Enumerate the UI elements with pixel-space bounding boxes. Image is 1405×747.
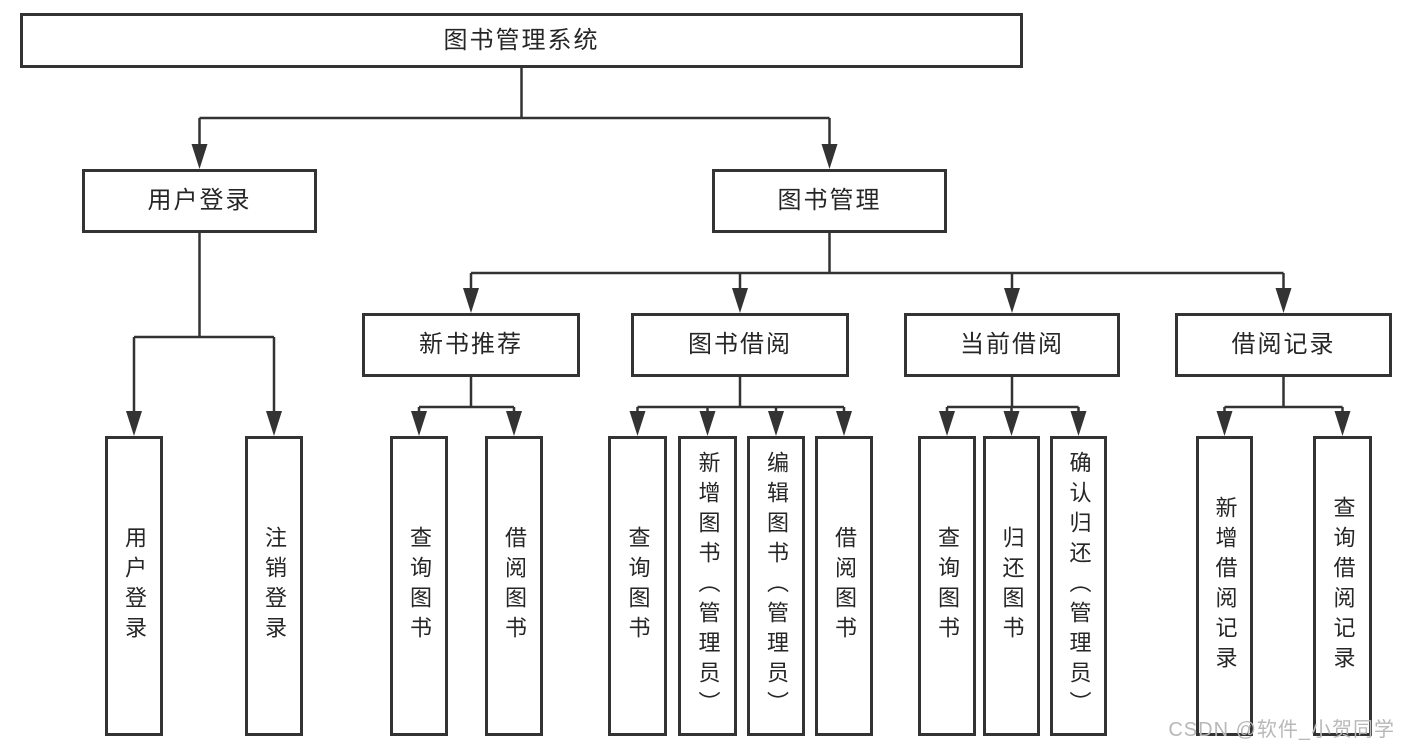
node-borrow-records: 借阅记录 xyxy=(1175,313,1392,377)
node-label: 当前借阅 xyxy=(960,331,1064,358)
node-label: 查询图书 xyxy=(625,526,651,646)
leaf-add-book-admin: 新增图书（管理员） xyxy=(678,436,737,736)
leaf-borrow-books: 借阅图书 xyxy=(815,436,873,736)
node-label: 图书管理 xyxy=(777,187,882,214)
leaf-query-books-recommend: 查询图书 xyxy=(390,436,448,736)
leaf-query-books-borrow: 查询图书 xyxy=(608,436,667,736)
node-label: 用户登录 xyxy=(122,526,147,646)
connector-line xyxy=(636,377,846,414)
connector-borrow-records-to-leaves xyxy=(1216,377,1351,436)
arrowhead-icon xyxy=(768,411,784,436)
node-label: 借阅图书 xyxy=(832,526,857,646)
connector-line xyxy=(945,377,1080,414)
arrowhead-icon xyxy=(411,411,427,436)
connector-line xyxy=(1223,377,1344,414)
arrowhead-icon xyxy=(732,288,748,313)
connector-line xyxy=(132,233,276,414)
node-new-book-recommend: 新书推荐 xyxy=(362,313,580,377)
connector-line xyxy=(198,68,831,148)
arrowhead-icon xyxy=(1216,411,1233,436)
arrowhead-icon xyxy=(1004,288,1020,313)
node-label: 借阅图书 xyxy=(502,526,527,646)
node-label: 图书管理系统 xyxy=(443,26,600,54)
node-label: 归还图书 xyxy=(999,526,1025,646)
arrowhead-icon xyxy=(126,411,142,436)
leaf-edit-book-admin: 编辑图书（管理员） xyxy=(747,436,805,736)
leaf-logout: 注销登录 xyxy=(245,436,303,736)
arrowhead-icon xyxy=(266,411,282,436)
leaf-borrow-books-recommend: 借阅图书 xyxy=(485,436,543,736)
leaf-user-login: 用户登录 xyxy=(105,436,163,736)
node-label: 查询图书 xyxy=(407,526,432,646)
node-label: 图书借阅 xyxy=(688,331,792,358)
node-label: 新书推荐 xyxy=(419,331,523,358)
csdn-watermark: CSDN @软件_小贺同学 xyxy=(1168,719,1395,741)
node-current-borrow: 当前借阅 xyxy=(904,313,1120,377)
leaf-add-borrow-record: 新增借阅记录 xyxy=(1196,436,1253,736)
connector-current-borrow-to-leaves xyxy=(939,377,1087,436)
node-label: 查询图书 xyxy=(935,526,960,646)
arrowhead-icon xyxy=(939,411,955,436)
leaf-query-books-current: 查询图书 xyxy=(918,436,976,736)
arrowhead-icon xyxy=(1070,411,1087,436)
connector-book-management-to-level3 xyxy=(463,233,1292,313)
node-label: 新增图书（管理员） xyxy=(695,451,721,721)
arrowhead-icon xyxy=(836,411,852,436)
leaf-return-book: 归还图书 xyxy=(983,436,1040,736)
node-label: 确认归还（管理员） xyxy=(1066,451,1092,721)
node-label: 编辑图书（管理员） xyxy=(764,451,789,721)
node-library-management-system: 图书管理系统 xyxy=(20,13,1023,68)
connector-new-book-recommend-to-leaves xyxy=(411,377,522,436)
arrowhead-icon xyxy=(629,411,646,436)
arrowhead-icon xyxy=(1003,411,1020,436)
node-book-management: 图书管理 xyxy=(712,169,947,233)
arrowhead-icon xyxy=(191,144,208,169)
node-user-login: 用户登录 xyxy=(82,169,317,233)
connector-line xyxy=(469,233,1285,292)
node-label: 借阅记录 xyxy=(1231,331,1336,358)
connector-book-borrow-to-leaves xyxy=(629,377,852,436)
arrowhead-icon xyxy=(699,411,716,436)
arrowhead-icon xyxy=(821,144,838,169)
arrowhead-icon xyxy=(1275,288,1292,313)
node-label: 新增借阅记录 xyxy=(1212,496,1238,676)
node-label: 用户登录 xyxy=(147,187,252,214)
connector-root-to-level2 xyxy=(191,68,838,169)
connector-user-login-to-leaves xyxy=(126,233,282,436)
leaf-confirm-return-admin: 确认归还（管理员） xyxy=(1050,436,1107,736)
node-book-borrow: 图书借阅 xyxy=(631,313,849,377)
connector-line xyxy=(417,377,516,414)
node-label: 注销登录 xyxy=(262,526,287,646)
node-label: 查询借阅记录 xyxy=(1330,496,1356,676)
arrowhead-icon xyxy=(506,411,522,436)
leaf-query-borrow-record: 查询借阅记录 xyxy=(1313,436,1372,736)
arrowhead-icon xyxy=(1334,411,1351,436)
arrowhead-icon xyxy=(463,288,479,313)
